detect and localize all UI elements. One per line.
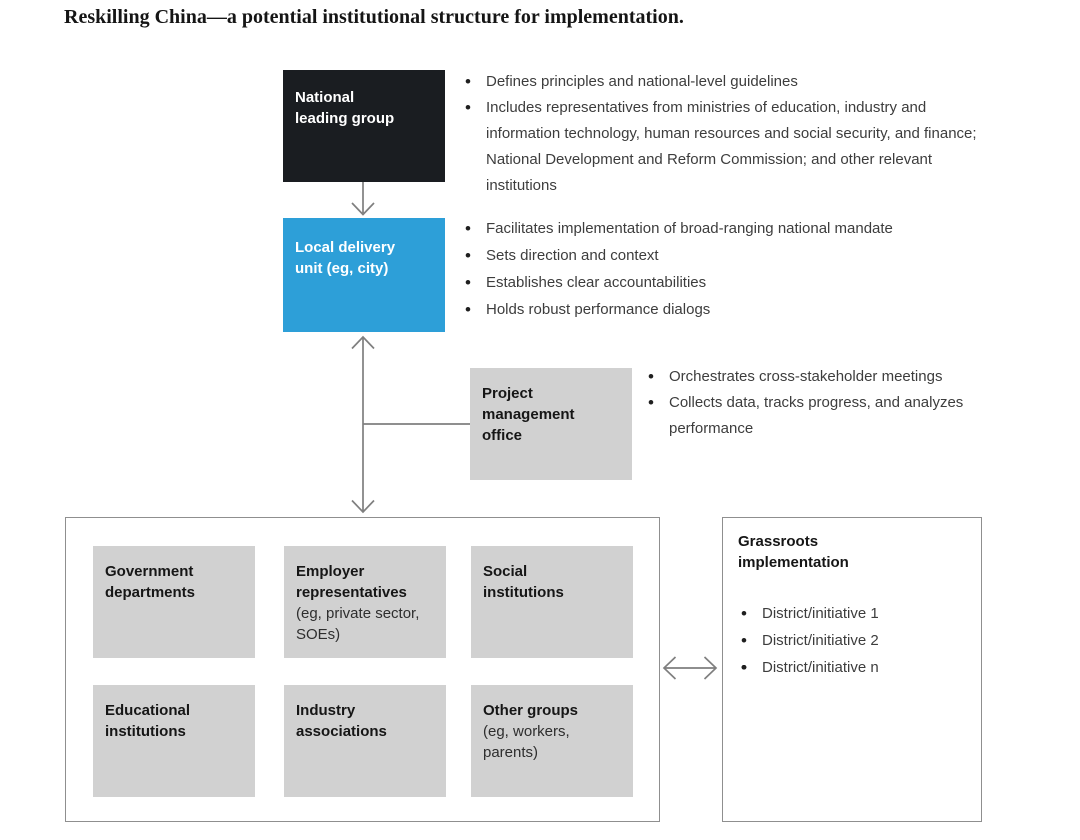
other-groups-label: Other groups xyxy=(483,702,579,719)
project-management-office-box: Project management office xyxy=(470,368,632,480)
industry-associations-label: Industry associations xyxy=(296,702,387,740)
figure-title: Reskilling China—a potential institution… xyxy=(64,6,684,28)
national-leading-group-box: National leading group xyxy=(283,70,445,182)
other-groups-sublabel: (eg, workers, parents) xyxy=(483,723,570,761)
local-bullet-list: Facilitates implementation of broad-rang… xyxy=(462,215,992,323)
employer-representatives-sublabel: (eg, private sector, SOEs) xyxy=(296,605,420,643)
government-departments-box: Government departments xyxy=(93,546,255,658)
bullet-item: District/initiative 1 xyxy=(738,600,968,627)
national-bullet-list: Defines principles and national-level gu… xyxy=(462,69,992,199)
pmo-bullet-list: Orchestrates cross-stakeholder meetings … xyxy=(645,364,969,442)
stakeholders-container-box: Government departments Employer represen… xyxy=(65,517,660,822)
local-delivery-unit-label: Local delivery unit (eg, city) xyxy=(295,239,396,277)
social-institutions-box: Social institutions xyxy=(471,546,633,658)
project-management-office-label: Project management office xyxy=(482,385,575,444)
arrow-stakeholders-grassroots-double xyxy=(662,656,718,680)
bullet-item: Orchestrates cross-stakeholder meetings xyxy=(645,364,969,390)
employer-representatives-box: Employer representatives (eg, private se… xyxy=(284,546,446,658)
government-departments-label: Government departments xyxy=(105,563,196,601)
bullet-item: Collects data, tracks progress, and anal… xyxy=(645,390,969,442)
grassroots-bullet-list: District/initiative 1 District/initiativ… xyxy=(738,600,968,681)
bullet-item: Defines principles and national-level gu… xyxy=(462,69,992,95)
bullet-item: Sets direction and context xyxy=(462,242,992,269)
arrow-national-to-local xyxy=(351,182,375,216)
social-institutions-label: Social institutions xyxy=(483,563,564,601)
local-delivery-unit-box: Local delivery unit (eg, city) xyxy=(283,218,445,332)
educational-institutions-label: Educational institutions xyxy=(105,702,191,740)
bullet-item: Establishes clear accountabilities xyxy=(462,269,992,296)
bullet-item: Includes representatives from ministries… xyxy=(462,95,992,199)
bullet-item: District/initiative 2 xyxy=(738,627,968,654)
grassroots-implementation-title: Grassroots implementation xyxy=(738,533,849,571)
bullet-item: Holds robust performance dialogs xyxy=(462,296,992,323)
bullet-item: Facilitates implementation of broad-rang… xyxy=(462,215,992,242)
educational-institutions-box: Educational institutions xyxy=(93,685,255,797)
bullet-item: District/initiative n xyxy=(738,654,968,681)
other-groups-box: Other groups (eg, workers, parents) xyxy=(471,685,633,797)
employer-representatives-label: Employer representatives xyxy=(296,563,407,601)
national-leading-group-label: National leading group xyxy=(295,89,395,127)
grassroots-implementation-box: Grassroots implementation District/initi… xyxy=(722,517,982,822)
industry-associations-box: Industry associations xyxy=(284,685,446,797)
